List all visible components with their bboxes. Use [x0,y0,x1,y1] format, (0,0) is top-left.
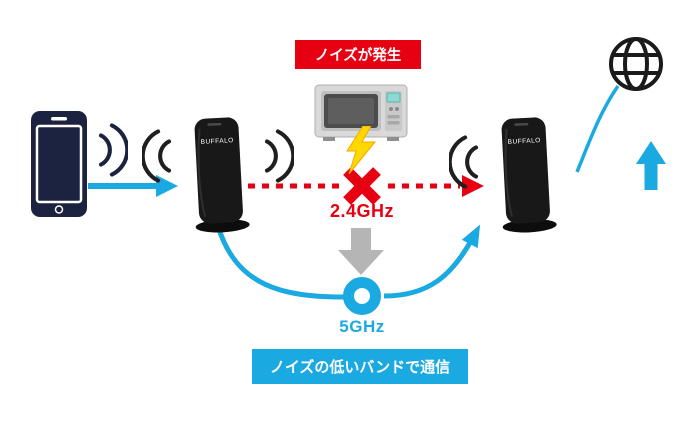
phone-to-router-arrow [88,175,178,197]
microwave-icon [314,84,408,142]
5ghz-path-left [215,225,345,300]
router-brand-label: BUFFALO [201,137,234,146]
down-arrow-icon [338,228,384,275]
low-noise-band-banner: ノイズの低いバンドで通信 [252,349,468,384]
smartphone-icon [30,110,88,218]
router-left-icon: BUFFALO [177,114,259,236]
blocked-cross-icon [341,165,383,207]
upload-arrow-icon [636,141,666,190]
router-right-icon: BUFFALO [484,114,566,236]
internet-link-line [575,85,620,173]
lightning-icon [346,126,377,174]
router-brand-label: BUFFALO [508,137,541,146]
low-noise-band-text: ノイズの低いバンドで通信 [269,359,451,376]
5ghz-path-right [383,224,481,299]
wifi-waves-phone-icon [98,123,128,177]
wifi-waves-router-left-in-icon [142,129,172,183]
5ghz-ring-icon [343,277,381,315]
2-4ghz-dotted-line [248,175,484,197]
band-5ghz-label: 5GHz [339,317,385,336]
internet-globe-icon [609,37,663,91]
noise-callout-text: ノイズが発生 [314,48,402,64]
noise-callout: ノイズが発生 [295,40,421,69]
wifi-waves-router-right-icon [449,135,479,189]
wifi-waves-router-left-out-icon [264,129,294,183]
band-2-4ghz-label: 2.4GHz [329,201,395,221]
